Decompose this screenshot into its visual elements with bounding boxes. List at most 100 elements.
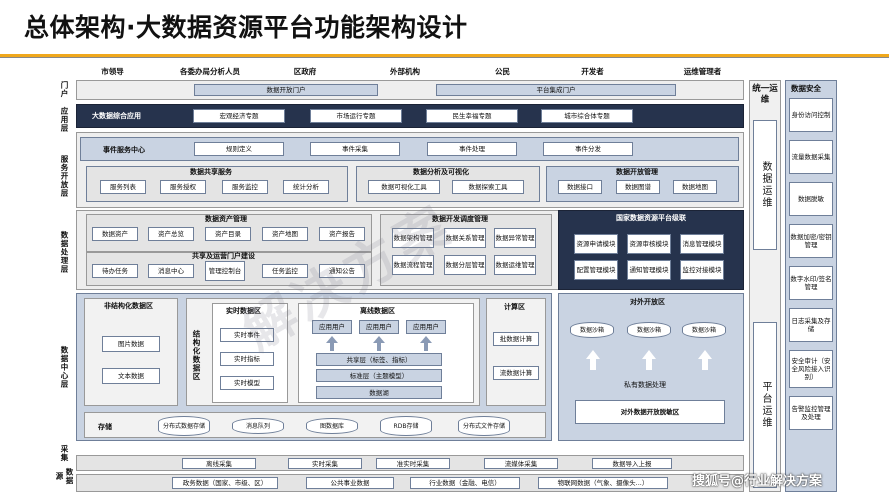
storage-item: 分布式文件存储 xyxy=(458,416,510,436)
compute-title: 计算区 xyxy=(504,303,525,311)
layer-labels: 门户 应用层 服务开放层 数据处理层 数据中心层 采集 数据源 xyxy=(55,78,74,498)
unstructured-zone xyxy=(84,298,178,406)
arrow-stem xyxy=(702,358,708,370)
portal-mgmt-item: 任务监控 xyxy=(262,264,308,278)
security-title: 数据安全 xyxy=(791,84,821,93)
security-item: 告警监控管理及处理 xyxy=(789,396,833,430)
security-item: 安全审计（安全风险接入识别） xyxy=(789,350,833,388)
national-item: 消息管理模块 xyxy=(680,234,724,254)
up-arrow-icon xyxy=(326,336,338,343)
devops-item: 数据异常管理 xyxy=(494,228,536,248)
app-item: 城市综合体专题 xyxy=(541,109,633,123)
devops-item: 数据架构管理 xyxy=(392,228,434,248)
sensitive-zone: 对外数据开放脱敏区 xyxy=(575,400,725,424)
event-item: 事件分发 xyxy=(543,142,633,156)
tenant-app-user: 应用用户 xyxy=(359,320,399,334)
compute-item: 批数据计算 xyxy=(493,332,539,346)
collect-item: 实时采集 xyxy=(288,458,362,469)
arrow-stem xyxy=(590,358,596,370)
ops-title: 统一运维 xyxy=(752,84,778,105)
portal-mgmt-item: 管理控制台 xyxy=(205,261,245,281)
asset-item: 数据资产 xyxy=(92,227,138,241)
data-sandbox: 数据沙箱 xyxy=(627,322,671,338)
devops-item: 数据运维管理 xyxy=(494,255,536,275)
layer-label-application: 应用层 xyxy=(60,107,69,133)
layer-label-source: 数据源 xyxy=(55,467,74,485)
storage-item: RDB存储 xyxy=(380,416,432,436)
compute-zone xyxy=(486,298,546,406)
share-title: 数据共享服务 xyxy=(190,168,232,176)
unstructured-item: 图片数据 xyxy=(102,336,160,352)
layer-label-collection: 采集 xyxy=(60,444,69,462)
realtime-item: 实时模型 xyxy=(220,376,274,390)
portal-mgmt-item: 通知公告 xyxy=(319,264,365,278)
collect-item: 离线采集 xyxy=(182,458,256,469)
arrow-stem xyxy=(330,342,334,351)
national-item: 配置管理模块 xyxy=(574,260,618,280)
analysis-item: 数据探索工具 xyxy=(452,180,524,194)
event-item: 规则定义 xyxy=(194,142,284,156)
app-title: 大数据综合应用 xyxy=(92,112,141,120)
private-data-processing: 私有数据处理 xyxy=(624,381,666,389)
security-item: 日志采集及存储 xyxy=(789,308,833,342)
user-label: 开发者 xyxy=(581,67,604,76)
sandbox-title: 对外开放区 xyxy=(630,298,665,306)
realtime-item: 实时事件 xyxy=(220,328,274,342)
up-arrow-icon xyxy=(642,350,656,359)
layer-label-service: 服务开放层 xyxy=(60,154,69,198)
platform-ops: 平台运维 xyxy=(753,322,777,488)
user-label: 市领导 xyxy=(101,67,124,76)
security-item: 数据脱敏 xyxy=(789,182,833,216)
application-band xyxy=(76,104,744,128)
share-item: 服务监控 xyxy=(222,180,268,194)
arrow-stem xyxy=(377,342,381,351)
user-label: 区政府 xyxy=(293,67,317,76)
app-item: 民生幸福专题 xyxy=(426,109,518,123)
data-open-portal: 数据开放门户 xyxy=(194,84,378,96)
asset-item: 资产目录 xyxy=(205,227,251,241)
open-item: 数据接口 xyxy=(558,180,602,194)
arrow-stem xyxy=(646,358,652,370)
national-title: 国家数据资源平台级联 xyxy=(616,214,686,222)
security-item: 数字水印/签名管理 xyxy=(789,266,833,300)
storage-item: 消息队列 xyxy=(232,418,284,434)
collect-item: 数据导入上报 xyxy=(592,458,672,469)
devops-item: 数据关系管理 xyxy=(444,228,486,248)
analysis-title: 数据分析及可视化 xyxy=(413,168,469,176)
collect-item: 流媒体采集 xyxy=(484,458,558,469)
event-center xyxy=(80,137,739,161)
up-arrow-icon xyxy=(373,336,385,343)
devops-title: 数据开发调度管理 xyxy=(432,215,488,223)
user-label: 运维管理者 xyxy=(683,67,722,76)
event-item: 事件采集 xyxy=(310,142,400,156)
share-item: 服务授权 xyxy=(160,180,206,194)
asset-item: 资产总览 xyxy=(148,227,194,241)
asset-item: 资产地图 xyxy=(262,227,308,241)
security-item: 身份访问控制 xyxy=(789,98,833,132)
data-sandbox: 数据沙箱 xyxy=(682,322,726,338)
portal-mgmt-item: 待办任务 xyxy=(92,264,138,278)
user-row: 市领导 各委办局分析人员 区政府 外部机构 公民 开发者 运维管理者 xyxy=(75,66,745,78)
title-underline-thin xyxy=(0,57,889,58)
security-item: 数据加密/密钥管理 xyxy=(789,224,833,258)
unstructured-title: 非结构化数据区 xyxy=(104,302,153,310)
analysis-item: 数据可视化工具 xyxy=(368,180,440,194)
storage-title: 存储 xyxy=(98,423,112,431)
storage-item: 分布式数据存储 xyxy=(158,416,210,436)
asset-title: 数据资产管理 xyxy=(205,215,247,223)
offline-layer: 共享层（标签、指标） xyxy=(316,353,442,366)
event-item: 事件处理 xyxy=(427,142,517,156)
credit-text: 搜狐号@行业解决方案 xyxy=(692,474,823,489)
tenant-app-user: 应用用户 xyxy=(406,320,446,334)
up-arrow-icon xyxy=(420,336,432,343)
user-label: 外部机构 xyxy=(390,67,420,76)
storage-item: 图数据库 xyxy=(306,418,358,434)
user-label: 各委办局分析人员 xyxy=(180,67,240,76)
source-item: 政务数据（国家、市级、区） xyxy=(172,477,278,489)
app-item: 市场运行专题 xyxy=(310,109,402,123)
unstructured-item: 文本数据 xyxy=(102,368,160,384)
compute-item: 流数据计算 xyxy=(493,366,539,380)
share-item: 服务列表 xyxy=(100,180,146,194)
layer-label-datacenter: 数据中心层 xyxy=(60,345,69,389)
devops-item: 数据流程管理 xyxy=(392,255,434,275)
